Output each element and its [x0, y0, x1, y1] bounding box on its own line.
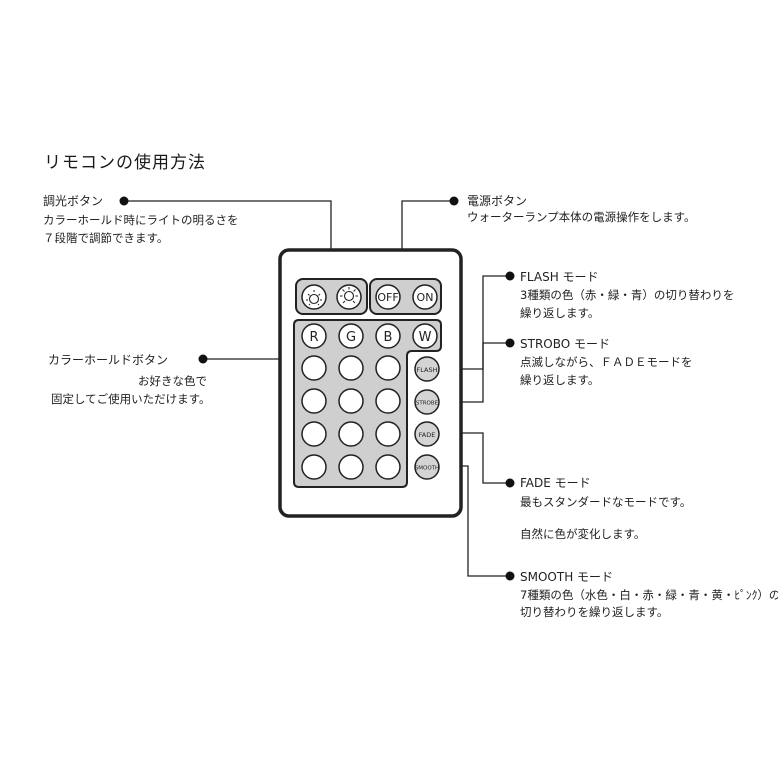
color-key-r[interactable]: R: [301, 323, 327, 349]
color-key[interactable]: [338, 355, 364, 381]
flash-desc-2: 繰り返します。: [520, 306, 600, 320]
fade-desc-1: 最もスタンダードなモードです。: [520, 495, 692, 509]
color-key[interactable]: [375, 355, 401, 381]
fade-leader: [443, 432, 510, 484]
flash-desc-1: 3種類の色（赤・緑・青）の切り替わりを: [520, 288, 735, 302]
strobe-button-label: STROBE: [416, 401, 439, 407]
flash-leader: [443, 275, 510, 370]
strobo-dot: [505, 338, 515, 348]
flash-button-label: FLASH: [417, 366, 438, 374]
smooth-desc-1: 7種類の色（水色・白・赤・緑・青・黄・ﾋﾟﾝｸ）の: [520, 588, 778, 602]
color-hold-label: カラーホールドボタン: [48, 353, 169, 367]
flash-label: FLASH モード: [520, 270, 599, 284]
smooth-label: SMOOTH モード: [520, 570, 614, 584]
color-hold-dot: [198, 354, 208, 364]
color-key[interactable]: [338, 454, 364, 480]
color-key[interactable]: [301, 388, 327, 414]
brightness-up-icon: [343, 290, 355, 302]
strobe-button[interactable]: STROBE: [414, 389, 440, 415]
power-off-button[interactable]: OFF: [375, 284, 401, 310]
power-label: 電源ボタン: [467, 194, 528, 208]
color-hold-panel: [293, 319, 442, 488]
brightness-down-icon: [308, 293, 320, 305]
fade-dot: [505, 478, 515, 488]
color-key[interactable]: [301, 454, 327, 480]
power-dot: [449, 196, 459, 206]
strobo-desc-1: 点滅しながら、ＦＡＤＥモードを: [520, 355, 693, 369]
dimmer-desc-1: カラーホールド時にライトの明るさを: [43, 213, 239, 227]
color-hold-desc-1: お好きな色で: [138, 374, 207, 388]
color-key[interactable]: [375, 454, 401, 480]
power-off-label: OFF: [377, 291, 398, 304]
flash-button[interactable]: FLASH: [414, 356, 440, 382]
dimmer-desc-2: ７段階で調節できます。: [43, 231, 169, 245]
color-key[interactable]: [301, 355, 327, 381]
fade-label: FADE モード: [520, 476, 591, 490]
strobo-desc-2: 繰り返します。: [520, 373, 600, 387]
fade-button[interactable]: FADE: [414, 421, 440, 447]
color-key-b-label: B: [384, 330, 393, 345]
power-on-button[interactable]: ON: [412, 284, 438, 310]
color-key[interactable]: [338, 421, 364, 447]
color-key-w-label: W: [419, 330, 432, 345]
dimmer-up-button[interactable]: [336, 284, 362, 310]
strobo-leader: [443, 342, 510, 403]
smooth-dot: [505, 571, 515, 581]
color-key-w[interactable]: W: [412, 323, 438, 349]
smooth-button[interactable]: SMOOTH: [414, 454, 440, 480]
smooth-desc-2: 切り替わりを繰り返します。: [520, 605, 669, 619]
flash-dot: [505, 271, 515, 281]
strobo-label: STROBO モード: [520, 337, 611, 351]
fade-button-label: FADE: [419, 431, 436, 439]
dimmer-down-button[interactable]: [301, 284, 327, 310]
smooth-button-label: SMOOTH: [415, 466, 439, 472]
color-key[interactable]: [375, 421, 401, 447]
color-key-g[interactable]: G: [338, 323, 364, 349]
color-key-g-label: G: [346, 330, 356, 345]
color-key[interactable]: [301, 421, 327, 447]
dimmer-label: 調光ボタン: [43, 194, 104, 208]
dimmer-dot: [119, 196, 129, 206]
fade-desc-2: 自然に色が変化します。: [520, 527, 646, 541]
color-key-r-label: R: [309, 330, 318, 345]
color-key[interactable]: [338, 388, 364, 414]
power-on-label: ON: [417, 291, 434, 304]
color-hold-desc-2: 固定してご使用いただけます。: [51, 392, 211, 406]
page-title: リモコンの使用方法: [44, 153, 206, 173]
color-key[interactable]: [375, 388, 401, 414]
power-desc-1: ウォーターランプ本体の電源操作をします。: [467, 210, 696, 224]
color-key-b[interactable]: B: [375, 323, 401, 349]
